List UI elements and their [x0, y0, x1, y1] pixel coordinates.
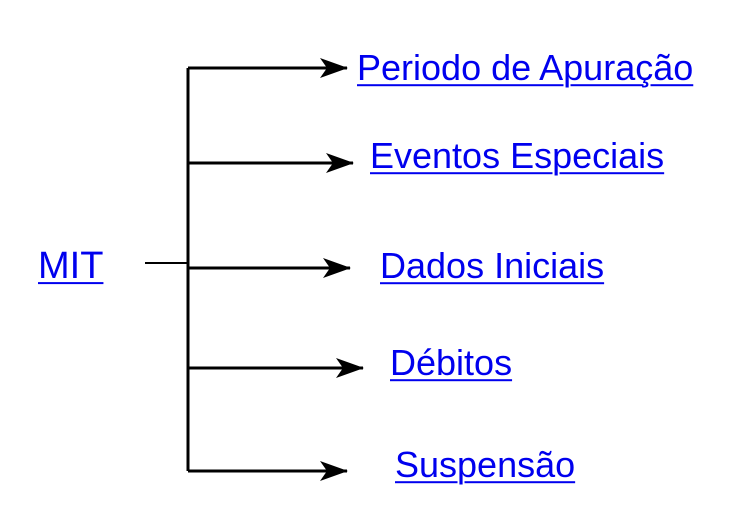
link-periodo-de-apuracao[interactable]: Periodo de Apuração	[357, 47, 694, 89]
link-mit-root[interactable]: MIT	[38, 245, 104, 288]
link-dados-iniciais[interactable]: Dados Iniciais	[380, 245, 605, 287]
link-eventos-especiais[interactable]: Eventos Especiais	[370, 135, 665, 177]
link-debitos[interactable]: Débitos	[390, 342, 513, 384]
link-suspensao[interactable]: Suspensão	[395, 444, 576, 486]
